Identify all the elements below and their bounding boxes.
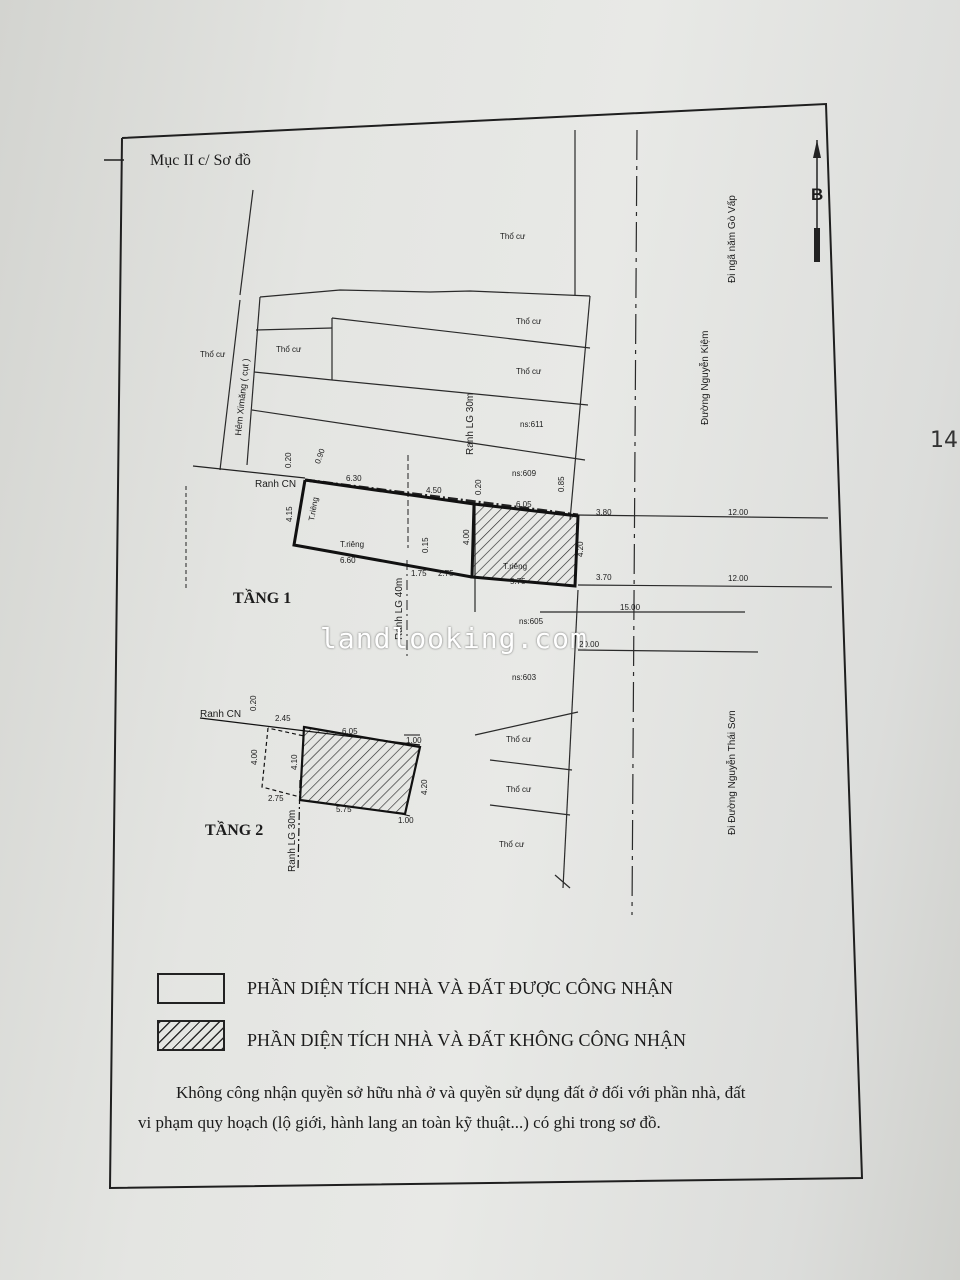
note-line-2: vi phạm quy hoạch (lộ giới, hành lang an… (138, 1113, 661, 1132)
dimension-label: 2.45 (275, 714, 291, 723)
dimension-label: 12.00 (728, 508, 749, 517)
road-main-label: Đường Nguyễn Kiệm (700, 330, 711, 425)
dimension-label: 4.00 (250, 749, 259, 765)
dimension-label: 0.85 (557, 476, 566, 492)
floor1-plan (292, 478, 580, 588)
tho-cu-label: Thổ cư (276, 345, 302, 354)
neighbour-parcels (219, 130, 591, 521)
parcel-611-label: ns:611 (520, 420, 544, 429)
ranh-cn-label: Ranh CN (255, 479, 297, 490)
note-line-1: Không công nhận quyền sở hữu nhà ở và qu… (176, 1083, 746, 1102)
floor2-label: TẦNG 2 (205, 822, 264, 839)
dimension-label: 4.00 (462, 529, 471, 545)
frame-border (108, 102, 864, 1190)
tho-cu-label: Thổ cư (500, 232, 526, 241)
tho-cu-label: Thổ cư (200, 350, 226, 359)
ranh-lg30-label: Ranh LG 30m (287, 809, 298, 872)
dimension-label: 0.20 (474, 479, 483, 495)
dimension-label: 6.05 (342, 727, 358, 736)
dimension-label: 1.00 (398, 816, 414, 825)
dimension-label: 3.70 (596, 573, 612, 582)
dimension-label: 15.00 (620, 603, 641, 612)
dimension-label: 6.05 (516, 500, 532, 509)
parcel-609-label: ns:609 (512, 469, 537, 478)
t-rieng-label: T.riêng (503, 562, 528, 571)
dimension-label: 3.80 (596, 508, 612, 517)
dimension-label: 5.75 (336, 805, 352, 814)
tho-cu-label: Thổ cư (516, 367, 542, 376)
t-rieng-label: T.riêng (340, 540, 365, 549)
north-label: B (811, 185, 824, 204)
tho-cu-label: Thổ cư (499, 840, 525, 849)
north-arrow (813, 140, 821, 262)
dimension-label: 6.60 (340, 556, 356, 565)
dimension-label: 5.75 (510, 577, 526, 586)
road-direction-label: Đi ngã năm Gò Vấp (727, 195, 738, 283)
dimension-label: 12.00 (728, 574, 749, 583)
legend-swatch-recognized (157, 973, 225, 1004)
dimension-label: 4.20 (420, 779, 429, 795)
dimension-label: 4.50 (426, 486, 442, 495)
dimension-label: 1.00 (406, 736, 422, 745)
side-page-number: 14 (930, 428, 958, 453)
section-title: Mục II c/ Sơ đồ (150, 152, 251, 169)
dimension-label: 4.15 (285, 506, 294, 522)
dimension-label: 0.20 (249, 695, 258, 711)
road-south-label: Đi Đường Nguyễn Thái Sơn (727, 710, 738, 835)
tho-cu-label: Thổ cư (506, 735, 532, 744)
dimension-label: 0.15 (421, 537, 430, 553)
dimension-label: 2.75 (438, 569, 454, 578)
dimension-label: 0.20 (284, 452, 293, 468)
tho-cu-label: Thổ cư (516, 317, 542, 326)
legend-swatch-not-recognized (157, 1020, 225, 1051)
legend-recognized-text: PHẦN DIỆN TÍCH NHÀ VÀ ĐẤT ĐƯỢC CÔNG NHẬN (247, 978, 673, 998)
dimension-label: 4.10 (290, 754, 299, 770)
parcel-605-label: ns:605 (519, 617, 544, 626)
ranh-lg30-label: Ranh LG 30m (465, 392, 476, 455)
dimension-label: 20.00 (579, 640, 600, 649)
floor1-label: TẦNG 1 (233, 590, 292, 607)
ranh-cn-label: Ranh CN (200, 709, 242, 720)
tho-cu-label: Thổ cư (506, 785, 532, 794)
dimension-label: 2.75 (268, 794, 284, 803)
legend-not-recognized-text: PHẦN DIỆN TÍCH NHÀ VÀ ĐẤT KHÔNG CÔNG NHẬ… (247, 1030, 686, 1050)
dimension-label: 1.75 (411, 569, 427, 578)
dimension-label: 4.20 (576, 541, 585, 557)
watermark: landlooking.com (320, 622, 588, 655)
parcel-603-label: ns:603 (512, 673, 537, 682)
floor2-plan (199, 717, 422, 871)
dimension-label: 6.30 (346, 474, 362, 483)
